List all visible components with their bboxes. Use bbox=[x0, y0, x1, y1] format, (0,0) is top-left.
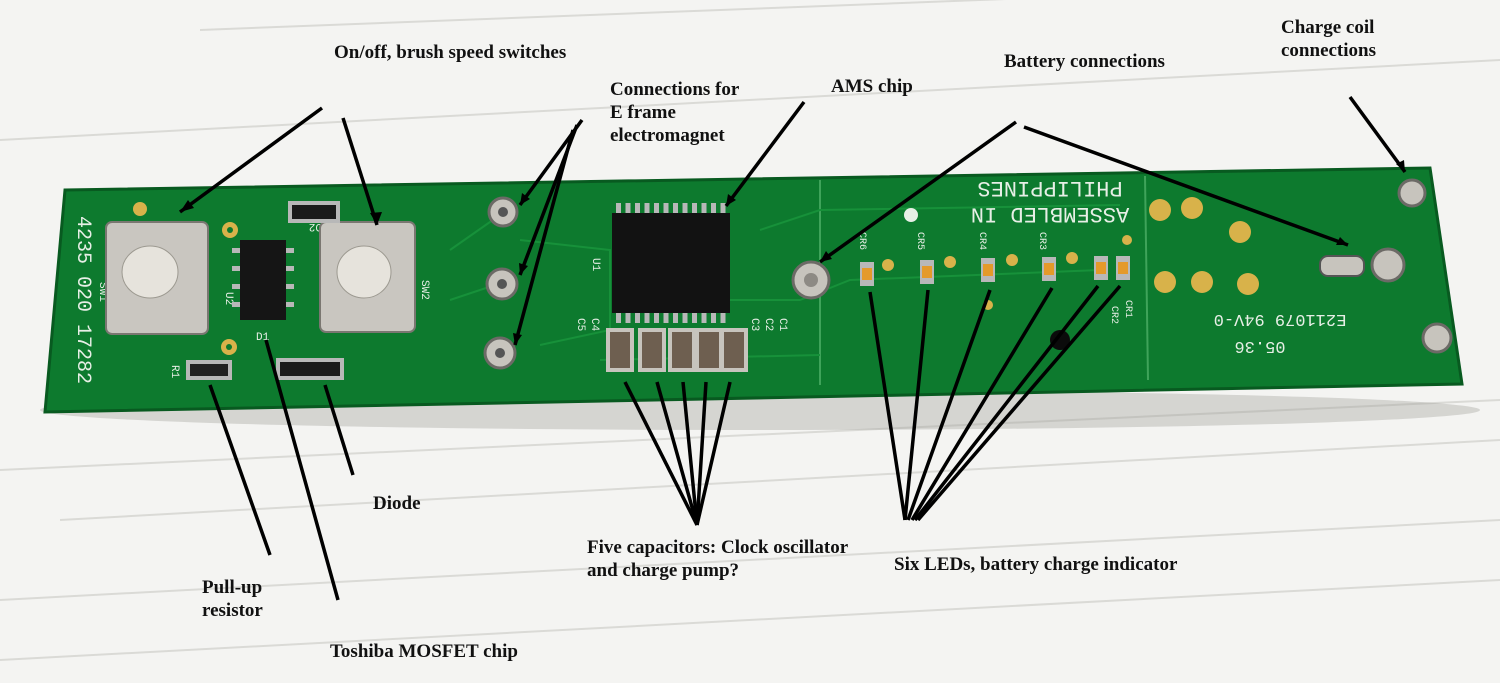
label-capacitors: Five capacitors: Clock oscillator and ch… bbox=[587, 537, 849, 581]
chip-pin bbox=[625, 313, 631, 323]
chip-pin bbox=[635, 203, 640, 213]
diode-d2 bbox=[288, 201, 340, 223]
mounting-pads bbox=[133, 197, 1259, 355]
ref-c2: C2 bbox=[762, 318, 774, 331]
capacitor bbox=[668, 328, 696, 372]
ref-c1: C1 bbox=[776, 318, 788, 332]
diode-d1 bbox=[276, 358, 344, 380]
arrowheads bbox=[180, 160, 1405, 345]
ref-cr1: CR1 bbox=[1122, 300, 1133, 318]
silkscreen-country: PHILIPPINES bbox=[977, 175, 1122, 200]
ref-cr6: CR6 bbox=[856, 232, 867, 250]
ref-cr4: CR4 bbox=[976, 232, 987, 250]
chip-pin bbox=[616, 203, 621, 213]
chip-pin bbox=[673, 203, 678, 213]
switch-sw1 bbox=[105, 221, 209, 335]
chip-pin bbox=[692, 203, 697, 213]
ref-r1: R1 bbox=[168, 365, 180, 379]
label-mosfet: Toshiba MOSFET chip bbox=[330, 641, 518, 662]
part-number-left: 4235 020 17282 bbox=[71, 216, 94, 384]
ref-cr5: CR5 bbox=[914, 232, 925, 250]
paper-texture bbox=[0, 0, 1500, 661]
chip-pin bbox=[625, 203, 631, 213]
capacitors bbox=[606, 328, 748, 372]
label-leds: Six LEDs, battery charge indicator bbox=[894, 554, 1178, 575]
resistor-r1 bbox=[186, 360, 232, 380]
label-charge-coil: Charge coil connections bbox=[1281, 17, 1376, 61]
capacitor bbox=[606, 328, 634, 372]
capacitor bbox=[638, 328, 666, 372]
chip-pin bbox=[616, 313, 621, 323]
ref-cr3: CR3 bbox=[1036, 232, 1047, 250]
chip-pin bbox=[720, 313, 726, 323]
mosfet-chip bbox=[232, 240, 294, 320]
ams-chip bbox=[612, 203, 730, 323]
label-resistor: Pull-up resistor bbox=[202, 577, 263, 621]
leds bbox=[860, 235, 1132, 310]
chip-pin bbox=[701, 313, 707, 323]
chip-pin bbox=[663, 313, 669, 323]
chip-pin bbox=[682, 313, 688, 323]
charge-coil-connections bbox=[1319, 178, 1453, 354]
label-diode: Diode bbox=[373, 493, 421, 514]
chip-pin bbox=[644, 203, 650, 213]
capacitor bbox=[695, 328, 723, 372]
ref-c4: C4 bbox=[588, 318, 600, 332]
part-number-right: E211079 94V-0 bbox=[1214, 309, 1347, 328]
ref-u2: U2 bbox=[222, 292, 234, 305]
date-code: 05.36 bbox=[1234, 336, 1285, 355]
capacitor bbox=[720, 328, 748, 372]
silkscreen: ASSEMBLED IN PHILIPPINES 4235 020 17282 … bbox=[71, 175, 1346, 384]
chip-pin bbox=[701, 203, 707, 213]
chip-pin bbox=[692, 313, 697, 323]
chip-pin bbox=[720, 203, 726, 213]
ref-c3: C3 bbox=[748, 318, 760, 331]
ref-c5: C5 bbox=[574, 318, 586, 331]
label-switches: On/off, brush speed switches bbox=[334, 42, 567, 63]
battery-terminal bbox=[791, 260, 831, 300]
board-divider bbox=[1144, 175, 1149, 381]
chip-pin bbox=[635, 313, 640, 323]
annotation-arrows bbox=[178, 95, 1407, 601]
electromagnet-connections bbox=[483, 196, 519, 370]
ref-cr2: CR2 bbox=[1108, 306, 1119, 324]
ref-sw2: SW2 bbox=[418, 280, 430, 300]
ref-u1: U1 bbox=[589, 258, 601, 272]
chip-pin bbox=[711, 313, 716, 323]
chip-pin bbox=[663, 203, 669, 213]
chip-pin bbox=[654, 203, 659, 213]
chip-pin bbox=[654, 313, 659, 323]
label-ams-chip: AMS chip bbox=[831, 76, 913, 97]
chip-pin bbox=[673, 313, 678, 323]
label-battery: Battery connections bbox=[1004, 51, 1165, 72]
label-electromagnet: Connections for E frame electromagnet bbox=[610, 79, 740, 146]
chip-pin bbox=[682, 203, 688, 213]
chip-pin bbox=[644, 313, 650, 323]
chip-pin bbox=[711, 203, 716, 213]
switch-sw2 bbox=[319, 221, 416, 333]
